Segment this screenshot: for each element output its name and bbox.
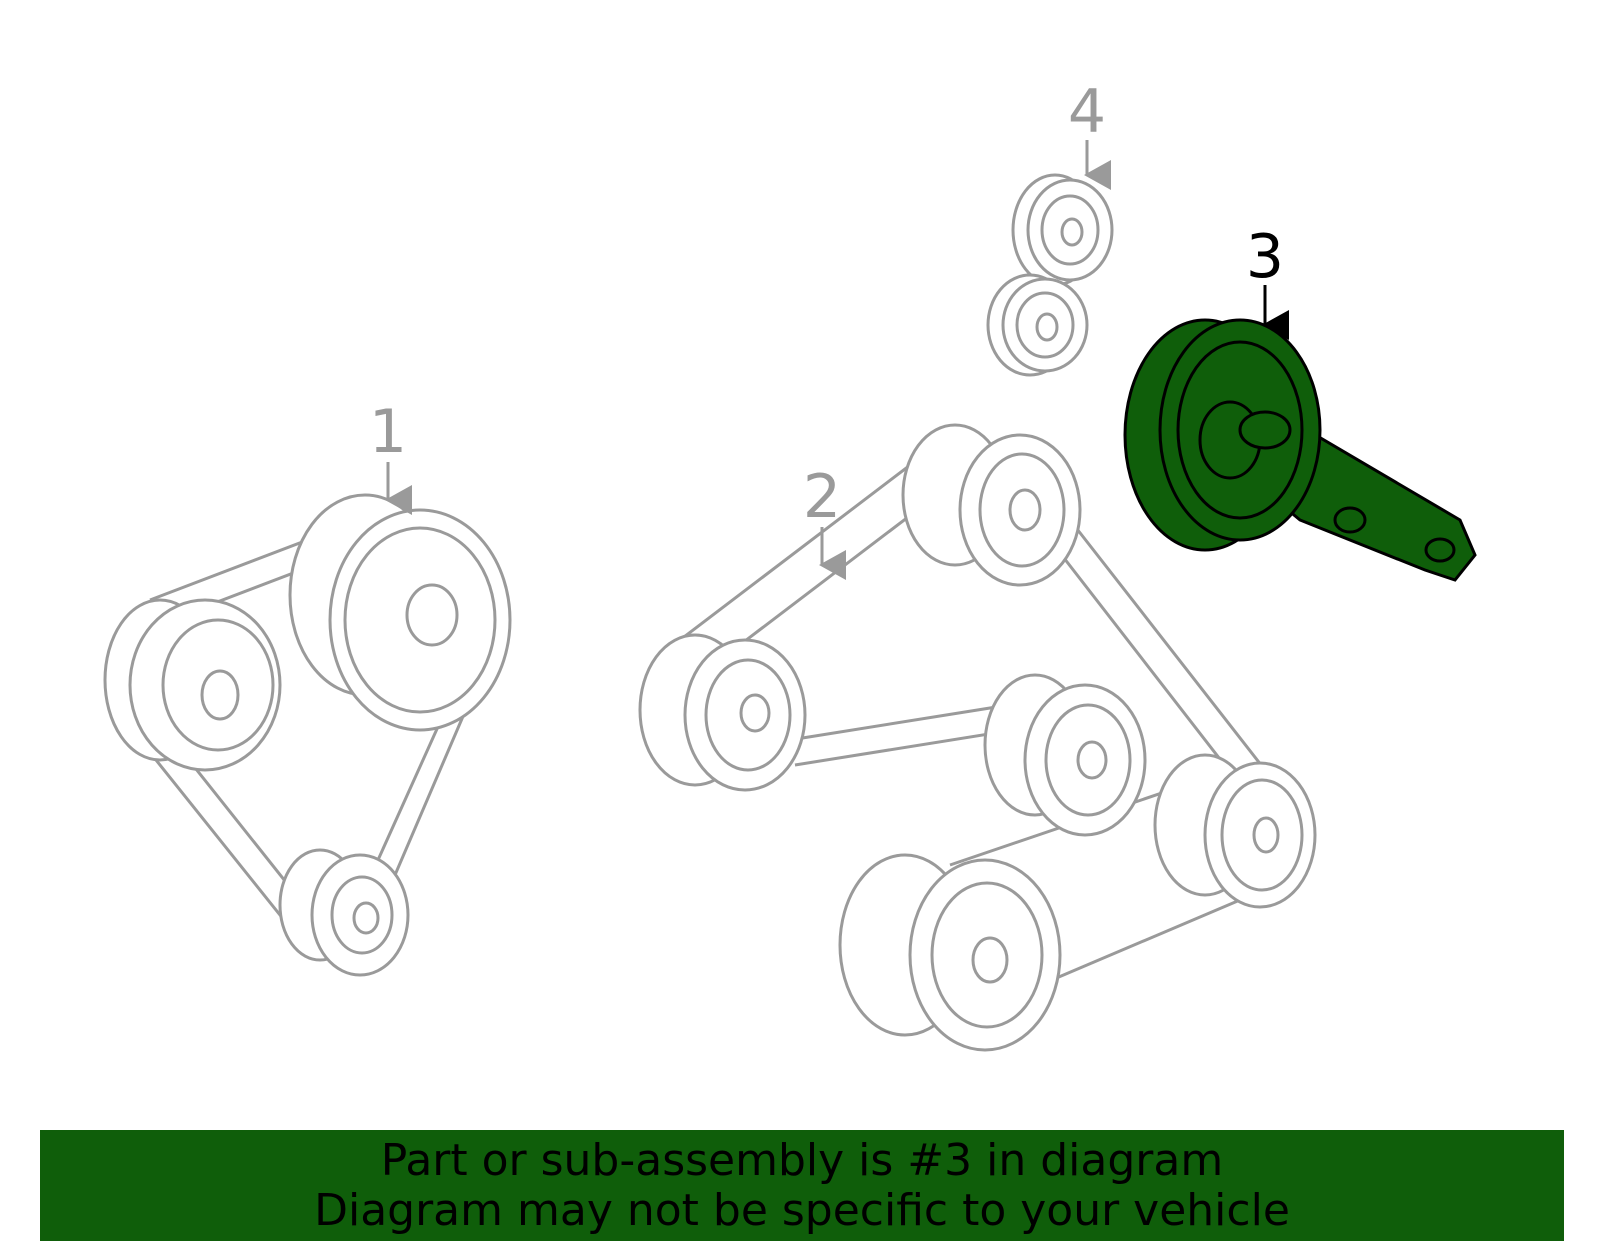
callout-4-label: 4 (1068, 77, 1106, 147)
callout-3-label: 3 (1246, 222, 1284, 292)
parts-diagram: 1 2 3 4 (103, 77, 1477, 1052)
part-4-idler-pulleys[interactable] (986, 173, 1114, 377)
part-3-tensioner[interactable] (1123, 318, 1477, 582)
callout-1-label: 1 (369, 397, 407, 467)
caption-banner: Part or sub-assembly is #3 in diagram Di… (40, 1130, 1564, 1241)
part-1-belt-drive[interactable] (103, 493, 512, 977)
callout-4: 4 (1068, 77, 1111, 190)
callout-3: 3 (1246, 222, 1289, 340)
callout-1: 1 (369, 397, 412, 515)
caption-line-2: Diagram may not be specific to your vehi… (314, 1184, 1290, 1236)
part-2-belt-drive[interactable] (638, 423, 1317, 1052)
callout-2-label: 2 (803, 462, 841, 532)
caption-line-1: Part or sub-assembly is #3 in diagram (380, 1134, 1224, 1186)
callout-2: 2 (803, 462, 846, 580)
